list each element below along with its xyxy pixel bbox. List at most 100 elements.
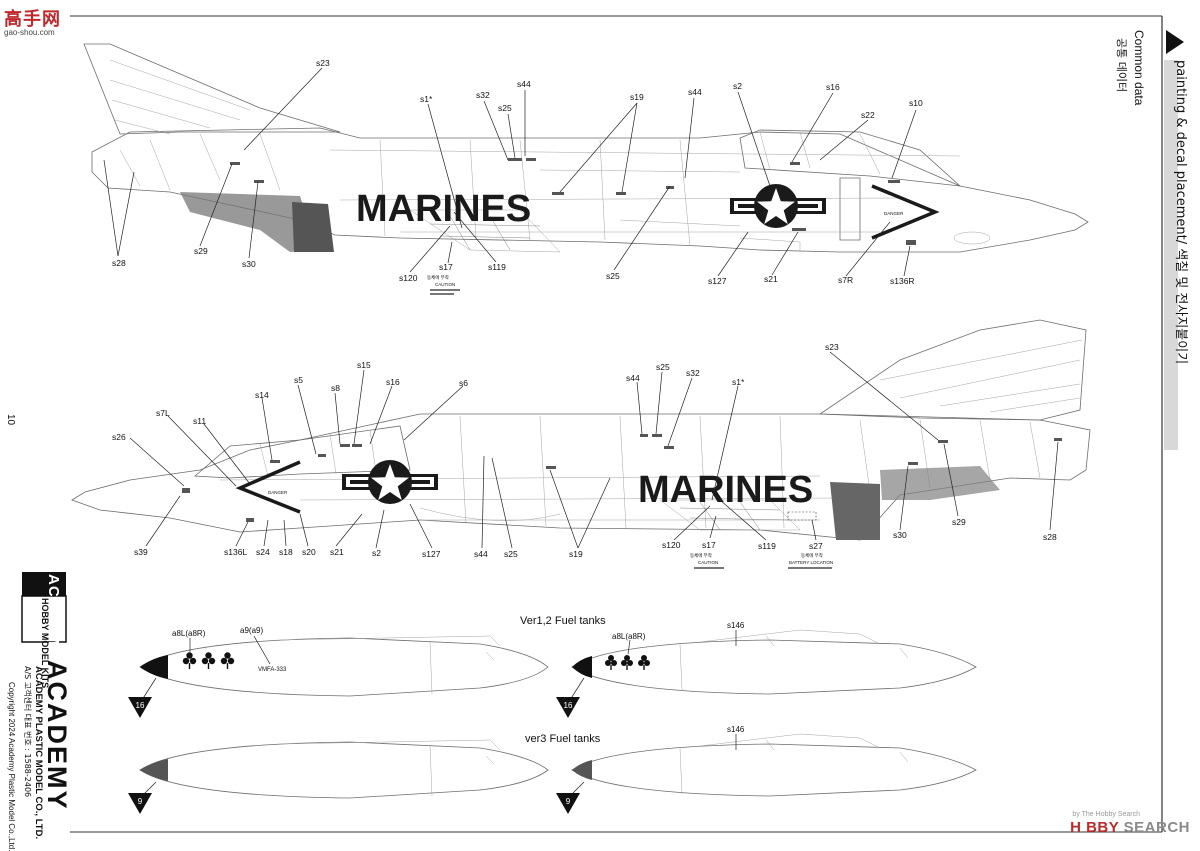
callout-s127-bottom: s127 [422, 549, 441, 559]
airbrake-shading [292, 202, 334, 252]
danger-chevron-bottom [235, 460, 301, 514]
common-data-korean: 공통 데이터 [1115, 38, 1128, 93]
callout-s23-bottom: s23 [825, 342, 839, 352]
callout-s27-bottom: s27 [809, 541, 823, 551]
national-insignia-bottom [342, 460, 438, 504]
callout-s44-top: s44 [517, 79, 531, 89]
callout-s136L-bottom: s136L [224, 547, 247, 557]
callout-s19-bottom: s19 [569, 549, 583, 559]
callout-s25b-top: s25 [606, 271, 620, 281]
tail-fin [83, 43, 341, 135]
callout-s26-bottom: s26 [112, 432, 126, 442]
caution-label-top: CAUTION [435, 282, 455, 287]
callout-s19-top: s19 [630, 92, 644, 102]
color-triangle-9-a [128, 793, 152, 814]
fuselage-outline-bottom [71, 413, 1091, 541]
callout-s22-top: s22 [861, 110, 875, 120]
header-arrow-icon [1166, 30, 1184, 54]
fuel-tank-v12-right [569, 629, 977, 701]
marines-lettering-bottom: MARINES [638, 469, 813, 511]
canopy-bottom [193, 425, 411, 479]
color-code-9-a: 9 [138, 797, 143, 806]
callout-s25b-bottom: s25 [504, 549, 518, 559]
exhaust-shading-bottom [880, 466, 1000, 500]
callout-s21-top: s21 [764, 274, 778, 284]
caution-label-bottom: CAUTION [698, 560, 718, 565]
company-name: ACADEMY PLASTIC MODEL CO., LTD. [33, 666, 44, 840]
callout-s39-bottom: s39 [134, 547, 148, 557]
callout-s44-bottom: s44 [626, 373, 640, 383]
callout-s2-bottom: s2 [372, 548, 381, 558]
common-data-label: Common data [1132, 30, 1146, 106]
watermark-hobby: H BBY [1070, 819, 1119, 836]
callout-s23-top: s23 [316, 58, 330, 68]
service-number: A/S 고객센터 대표 번호 : 1588-2406 [23, 666, 32, 798]
callout-s7R-top: s7R [838, 275, 853, 285]
color-triangle-16-a [128, 697, 152, 718]
callout-s32-top: s32 [476, 90, 490, 100]
callout-s44b-bottom: s44 [474, 549, 488, 559]
fuselage-note-top: 동체에 부착 [427, 274, 449, 281]
page-number: 10 [5, 414, 16, 426]
danger-label: DANGER [884, 211, 904, 216]
fuel-tank-v3-left [139, 739, 549, 799]
callout-s11-bottom: s11 [193, 416, 206, 426]
fuel-tanks-section: Ver1,2 Fuel tanks ver3 Fuel tanks VMFA-3… [128, 615, 977, 814]
callout-s119-bottom: s119 [758, 541, 776, 551]
fuel-tank-v3-right [569, 733, 977, 797]
danger-chevron [871, 184, 940, 240]
callout-s28-top: s28 [112, 258, 126, 268]
fuel-tanks-title-v3: ver3 Fuel tanks [525, 733, 601, 745]
callout-s18-bottom: s18 [279, 547, 293, 557]
watermark-url: gao-shou.com [4, 28, 55, 37]
clover-marks-right [605, 655, 650, 670]
callout-s8-bottom: s8 [331, 383, 340, 393]
callout-s21-bottom: s21 [330, 547, 344, 557]
brand-badge [21, 572, 67, 643]
callout-a8-right: a8L(a8R) [612, 632, 646, 641]
fuselage-outline [91, 127, 1089, 253]
callout-s146-b: s146 [727, 725, 745, 734]
callout-s25-bottom: s25 [656, 362, 670, 372]
fuel-tanks-title-v12: Ver1,2 Fuel tanks [520, 615, 606, 627]
color-code-9-b: 9 [566, 797, 571, 806]
callout-s17-top: s17 [439, 262, 453, 272]
callout-a9: a9(a9) [240, 626, 263, 635]
callout-s5-bottom: s5 [294, 375, 303, 385]
header-tab-bar [1164, 60, 1178, 450]
callout-s32-bottom: s32 [686, 368, 700, 378]
canopy [739, 129, 962, 187]
callout-s120-top: s120 [399, 273, 418, 283]
exhaust-shading [180, 192, 318, 252]
color-triangle-9-b [556, 793, 580, 814]
callout-s127-top: s127 [708, 276, 727, 286]
callout-s44b-top: s44 [688, 87, 702, 97]
callout-s120-bottom: s120 [662, 540, 681, 550]
squadron-marking: VMFA-333 [258, 667, 287, 673]
callout-s14-bottom: s14 [255, 390, 269, 400]
fuselage-note-bottom-2: 동체에 부착 [801, 552, 823, 559]
fuselage-note-bottom: 동체에 부착 [690, 552, 712, 559]
section-title: painting & decal placement/ 색칠 및 전사지붙이기 [1173, 60, 1188, 365]
callout-s24-bottom: s24 [256, 547, 270, 557]
callout-s17-bottom: s17 [702, 540, 716, 550]
color-code-16-a: 16 [136, 701, 145, 710]
color-triangle-16-b [556, 697, 580, 718]
callout-s15-bottom: s15 [357, 360, 371, 370]
callout-s10-top: s10 [909, 98, 923, 108]
store-watermark-by: by The Hobby Search [1072, 811, 1140, 818]
academy-logo: ACADEMY [42, 660, 72, 811]
battery-location-label: BATTERY LOCATION [789, 560, 833, 565]
callout-s16-bottom: s16 [386, 377, 400, 387]
clover-marks-left [182, 652, 235, 669]
callout-s146-a: s146 [727, 621, 745, 630]
national-insignia-top [730, 184, 826, 228]
callout-s1-top: s1* [420, 94, 433, 104]
color-code-16-b: 16 [564, 701, 573, 710]
callout-s28-bottom: s28 [1043, 532, 1057, 542]
fuel-tank-v12-left: VMFA-333 [139, 635, 549, 701]
callout-s25-top: s25 [498, 103, 512, 113]
callout-s119-top: s119 [488, 262, 506, 272]
aircraft-top-view: DANGER MARINES [83, 43, 1089, 295]
